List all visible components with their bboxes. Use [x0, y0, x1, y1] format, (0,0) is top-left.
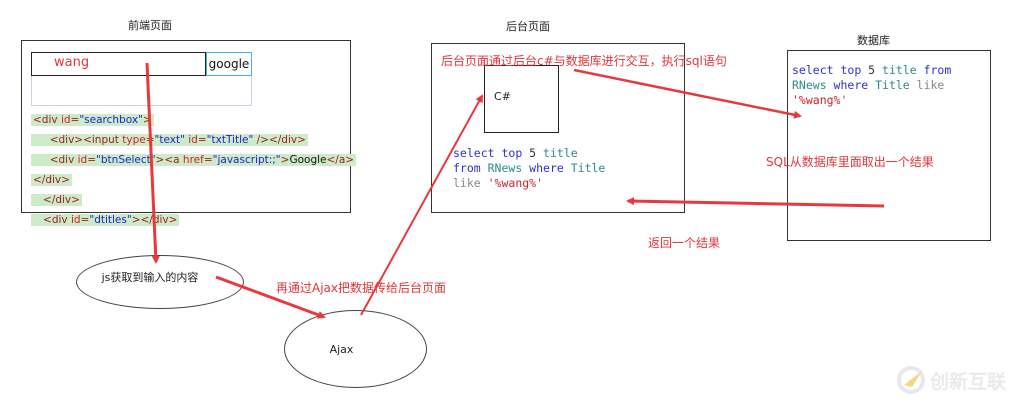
arrow-js-to-ajax	[215, 275, 326, 319]
sql-line: select top 5 title from	[792, 63, 952, 77]
results-dropdown	[31, 76, 252, 106]
frontend-title: 前端页面	[128, 19, 172, 32]
database-result-note: SQL从数据库里面取出一个结果	[766, 155, 934, 169]
arrow-backend-to-database	[573, 68, 802, 119]
code-line: <div><input type="text" id="txtTitle" />…	[31, 134, 308, 146]
code-line: </div>	[31, 194, 82, 206]
sql-line: like '%wang%'	[453, 176, 544, 190]
watermark-text: 创新互联	[930, 370, 1007, 393]
return-note: 返回一个结果	[648, 236, 721, 250]
html-code-snippet: <div id="searchbox"> <div><input type="t…	[31, 108, 357, 228]
watermark-logo-icon	[897, 366, 925, 394]
csharp-label: C#	[494, 90, 511, 103]
sql-line: select top 5 title	[453, 146, 578, 160]
sql-line: from RNews where Title	[453, 161, 606, 175]
watermark: 创新互联	[896, 365, 1006, 395]
backend-title: 后台页面	[506, 20, 550, 33]
ajax-note: 再通过Ajax把数据传给后台页面	[276, 281, 446, 295]
code-line: <div id="btnSelect"><a href="javascript:…	[31, 154, 357, 166]
csharp-box: C#	[484, 65, 559, 133]
arrow-database-to-backend	[626, 197, 885, 208]
frontend-page-box: wang google <div id="searchbox"> <div><i…	[21, 40, 357, 226]
arrow-ajax-to-csharp	[360, 94, 483, 316]
search-input-value: wang	[54, 55, 90, 70]
sql-line: '%wang%'	[792, 93, 848, 107]
code-line: </div>	[31, 174, 72, 186]
js-node-label: js获取到输入的内容	[101, 271, 199, 284]
ajax-node-ellipse: Ajax	[284, 310, 427, 388]
backend-note: 后台页面通过后台c#与数据库进行交互，执行sql语句	[441, 54, 727, 68]
search-input[interactable]: wang	[31, 52, 206, 76]
database-title: 数据库	[857, 34, 890, 47]
sql-line: RNews where Title like	[792, 78, 945, 92]
js-node-ellipse: js获取到输入的内容	[76, 255, 244, 309]
google-button[interactable]: google	[206, 52, 252, 76]
arrow-input-to-js	[145, 62, 160, 264]
code-line: <div id="searchbox">	[31, 114, 154, 126]
ajax-node-label: Ajax	[329, 342, 354, 356]
